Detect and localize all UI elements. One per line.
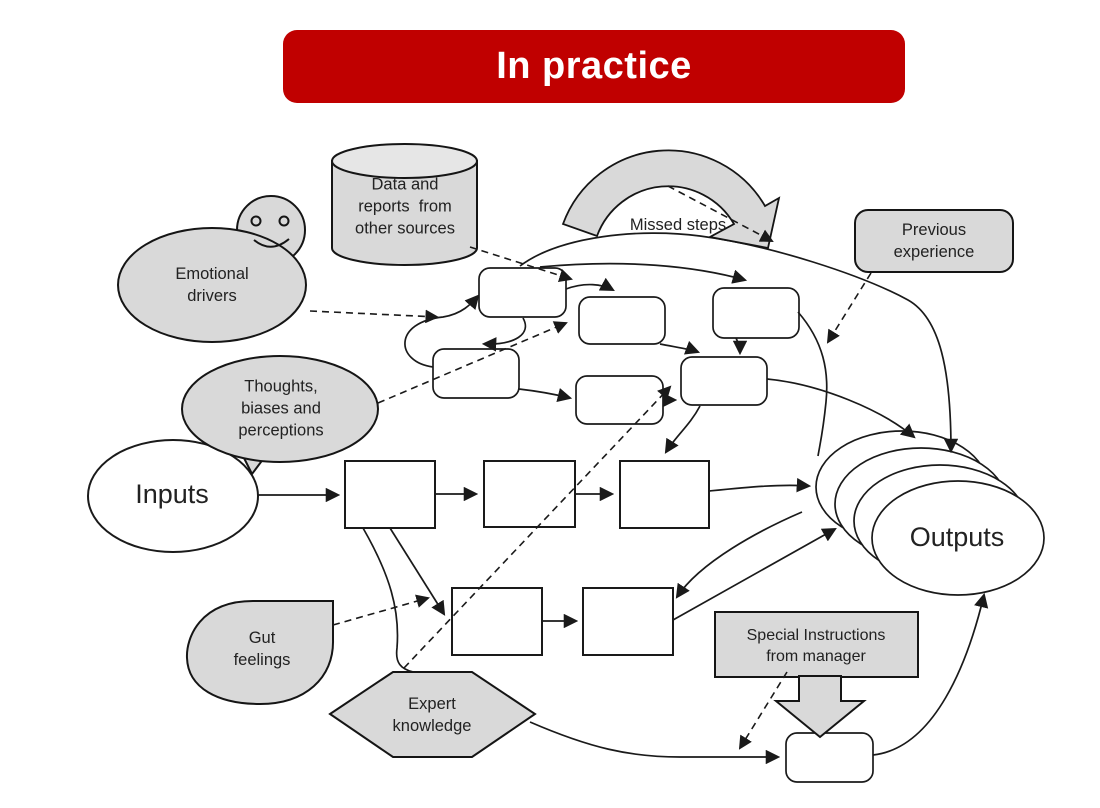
influence-arrow xyxy=(826,272,872,344)
flow-arrow xyxy=(529,721,781,765)
expert-knowledge-shape xyxy=(328,671,537,758)
flow-arrow xyxy=(664,405,701,454)
flow-arrow xyxy=(518,388,573,403)
flow-arrow xyxy=(662,392,678,408)
data-sources-cylinder xyxy=(331,143,478,266)
flow-arrow xyxy=(659,340,701,355)
cylinder-body xyxy=(331,160,478,266)
cylinder-top xyxy=(331,143,478,179)
bubble-body xyxy=(181,355,379,463)
dashed-connectors xyxy=(309,185,872,750)
smiley-mouth-icon xyxy=(253,238,290,248)
special-instructions-box xyxy=(714,611,919,678)
flow-arrow xyxy=(732,337,748,356)
flow-arrow xyxy=(675,511,803,599)
smiley-eye-icon xyxy=(278,215,290,227)
flow-arrow xyxy=(519,232,959,454)
process-box xyxy=(575,375,664,425)
process-box xyxy=(785,732,874,783)
flow-arrow xyxy=(389,527,446,616)
process-box xyxy=(451,587,543,656)
process-box xyxy=(680,356,768,406)
special-instructions-down-arrow xyxy=(773,675,867,739)
process-box xyxy=(582,587,674,656)
emotional-drivers-shape xyxy=(117,195,307,343)
outputs-stack xyxy=(815,430,1045,596)
flow-arrow xyxy=(872,592,989,756)
influence-arrow xyxy=(738,671,788,750)
process-box xyxy=(344,460,436,529)
previous-experience-shape xyxy=(854,209,1014,273)
flow-arrow xyxy=(766,378,916,439)
process-box xyxy=(432,348,520,399)
emotional-drivers-ellipse xyxy=(117,227,307,343)
process-boxes xyxy=(344,267,874,783)
flow-line xyxy=(362,527,414,673)
influence-arrow xyxy=(332,594,430,626)
title-banner: In practice xyxy=(283,30,905,103)
influence-arrow xyxy=(403,385,672,669)
missed-steps-arrow xyxy=(561,149,781,250)
process-box xyxy=(478,267,567,318)
outputs-ellipse-front xyxy=(871,480,1045,596)
flow-arrow xyxy=(672,527,837,621)
gut-feelings-shape xyxy=(185,600,335,706)
special-instructions-shape xyxy=(714,611,919,739)
process-box xyxy=(619,460,710,529)
influence-arrow xyxy=(309,309,440,324)
influence-arrow xyxy=(667,185,774,242)
flow-arrow xyxy=(481,317,527,352)
flow-arrow xyxy=(565,277,615,292)
smiley-eye-icon xyxy=(250,215,262,227)
solid-connectors xyxy=(258,232,989,765)
flow-line xyxy=(797,311,828,457)
inputs-ellipse xyxy=(87,439,259,553)
process-box xyxy=(578,296,666,345)
influence-arrow xyxy=(377,321,568,404)
page-title: In practice xyxy=(496,45,692,87)
flow-arrow xyxy=(708,477,812,493)
process-box xyxy=(483,460,576,528)
process-box xyxy=(712,287,800,339)
flow-arrow xyxy=(539,262,748,284)
influence-arrow xyxy=(469,246,573,282)
thoughts-bubble-shape xyxy=(181,355,379,476)
